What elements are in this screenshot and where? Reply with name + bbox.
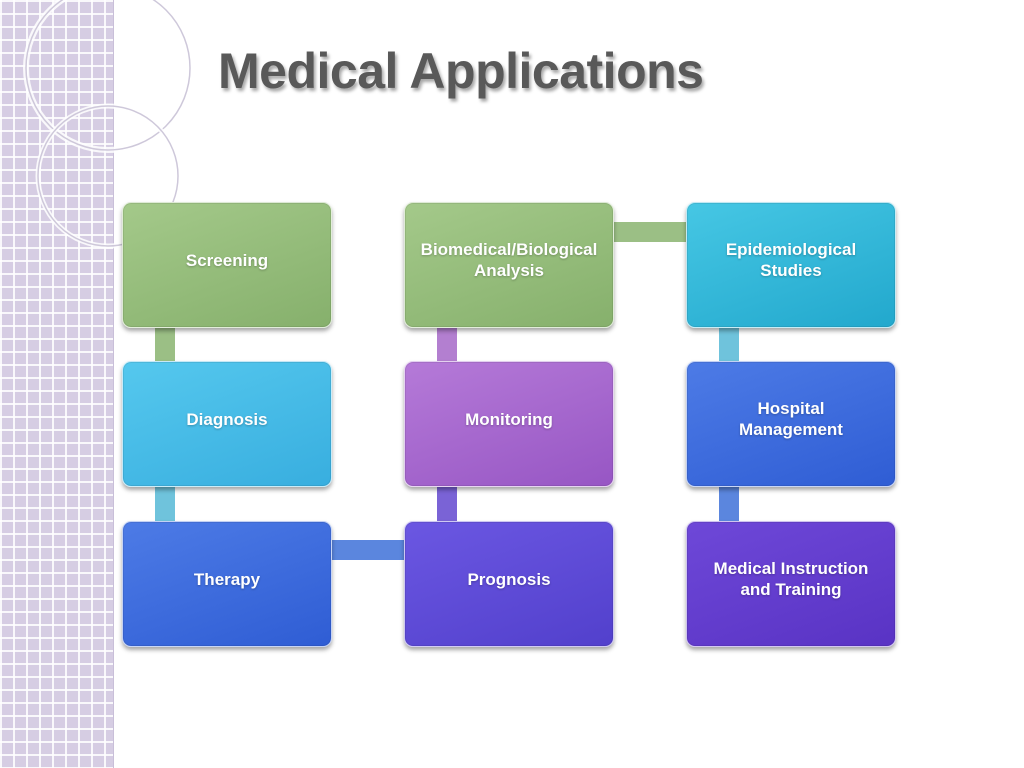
connector-monitoring-prognosis: [437, 486, 457, 522]
node-monitoring: Monitoring: [404, 361, 614, 487]
node-hospital-management: Hospital Management: [686, 361, 896, 487]
node-biomedical-analysis-label: Biomedical/Biological Analysis: [420, 240, 598, 280]
node-diagnosis: Diagnosis: [122, 361, 332, 487]
node-screening-label: Screening: [185, 250, 269, 270]
node-diagnosis-label: Diagnosis: [186, 409, 268, 429]
node-prognosis: Prognosis: [404, 521, 614, 647]
node-epidemiological-studies-label: Epidemiological Studies: [725, 240, 857, 280]
node-therapy: Therapy: [122, 521, 332, 647]
node-hospital-management-label: Hospital Management: [739, 399, 843, 439]
node-prognosis-label: Prognosis: [467, 569, 551, 589]
connector-diagnosis-therapy: [155, 486, 175, 522]
node-screening: Screening: [122, 202, 332, 328]
connector-screening-diagnosis: [155, 326, 175, 362]
connector-biomedical-monitoring: [437, 326, 457, 362]
slide-title: Medical Applications: [218, 43, 704, 99]
connector-biomedical-epidemiological: [614, 222, 688, 242]
node-medical-instruction-training: Medical Instruction and Training: [686, 521, 896, 647]
connector-hospital-instruction: [719, 486, 739, 522]
connector-epidemiological-hospital: [719, 326, 739, 362]
node-monitoring-label: Monitoring: [465, 409, 553, 429]
node-epidemiological-studies: Epidemiological Studies: [686, 202, 896, 328]
node-therapy-label: Therapy: [193, 569, 261, 589]
node-biomedical-analysis: Biomedical/Biological Analysis: [404, 202, 614, 328]
decorative-rings: [23, 0, 193, 249]
connector-therapy-prognosis: [332, 540, 406, 560]
node-medical-instruction-training-label: Medical Instruction and Training: [713, 559, 869, 599]
